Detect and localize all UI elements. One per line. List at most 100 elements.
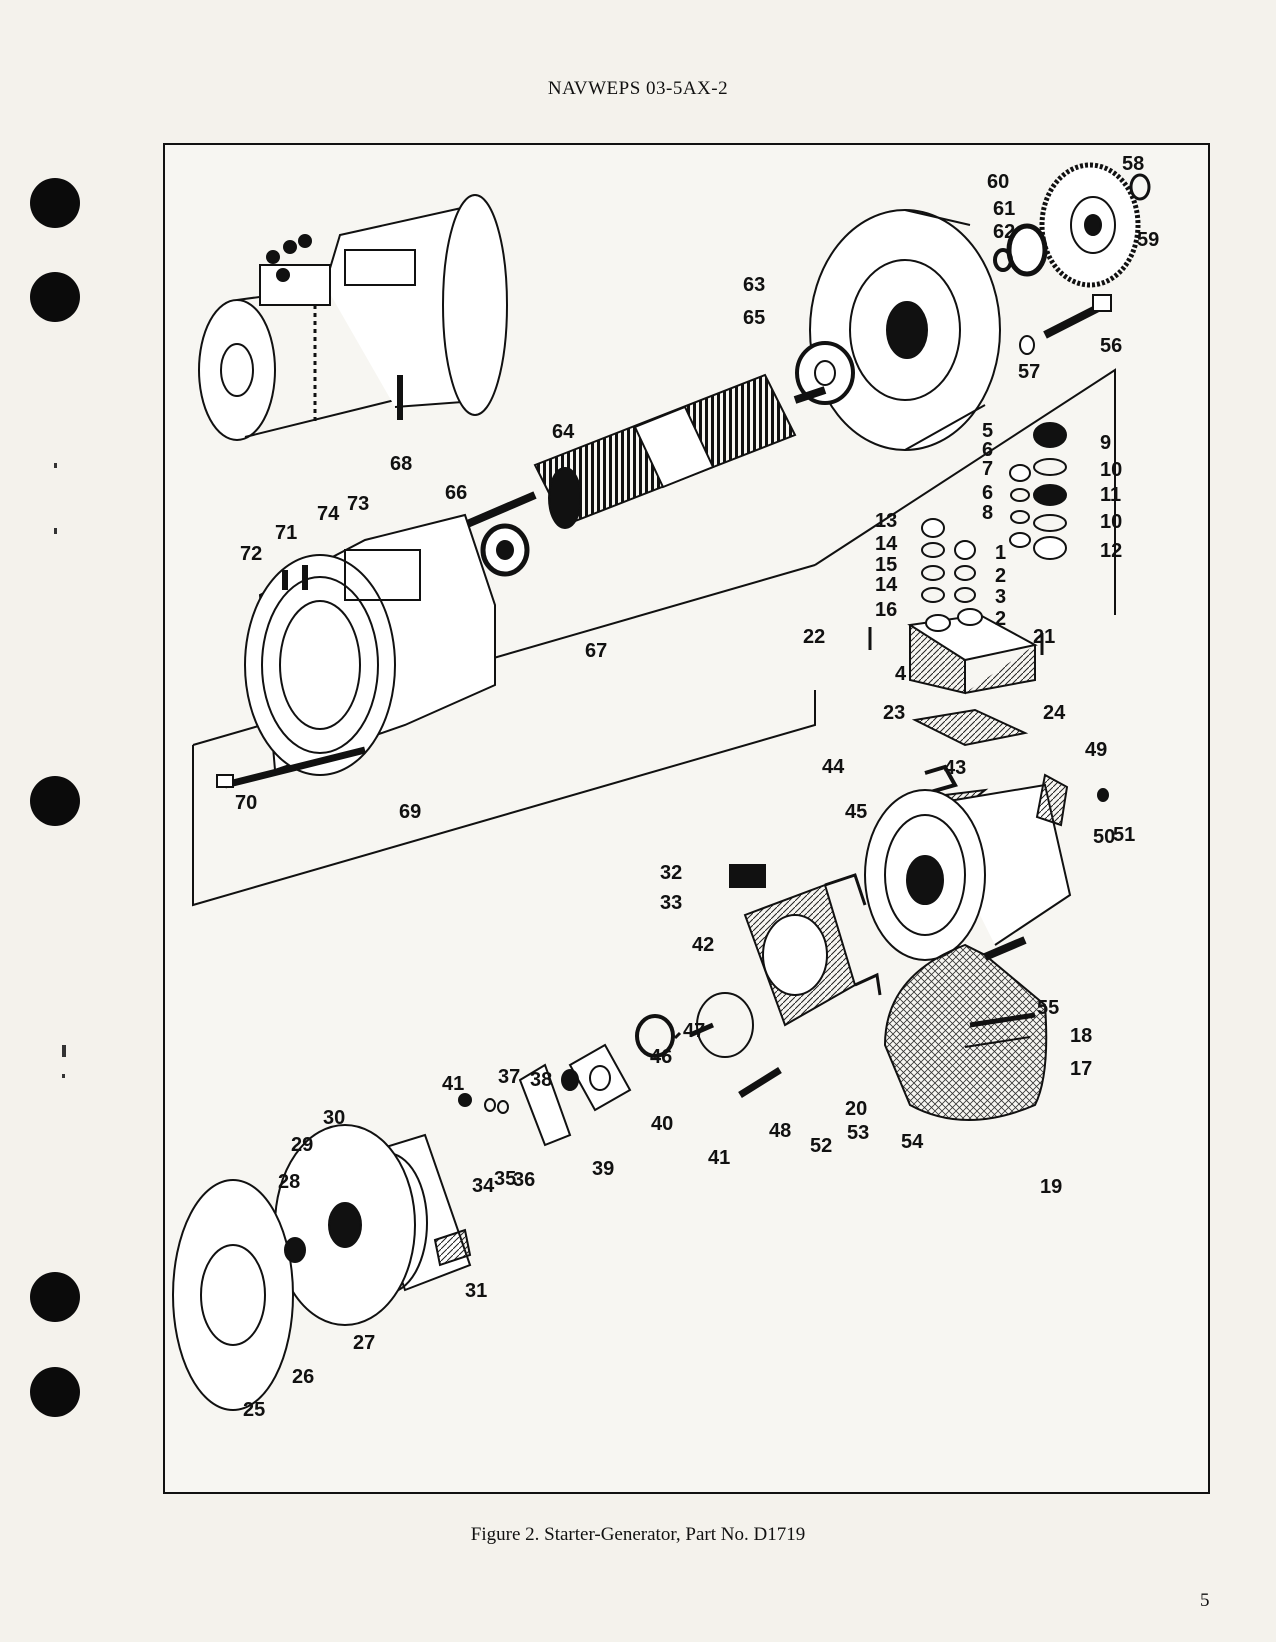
end-cover xyxy=(172,1124,472,1411)
binder-hole-3 xyxy=(30,776,80,826)
callout-label: 67 xyxy=(585,640,607,662)
callout-label: 69 xyxy=(399,801,421,823)
callout-label: 5 xyxy=(982,420,993,442)
callout-label: 19 xyxy=(1040,1176,1062,1198)
callout-label: 41 xyxy=(442,1073,464,1095)
brush-holder xyxy=(729,864,882,1027)
callout-label: 7 xyxy=(982,458,993,480)
callout-label: 35 xyxy=(494,1168,516,1190)
callout-label: 61 xyxy=(993,198,1015,220)
field-frame xyxy=(216,513,496,789)
callout-label: 9 xyxy=(1100,432,1111,454)
callout-label: 63 xyxy=(743,274,765,296)
figure-caption: Figure 2. Starter-Generator, Part No. D1… xyxy=(470,1524,806,1545)
callout-label: 49 xyxy=(1085,739,1107,761)
cover-band xyxy=(883,943,1048,1121)
document-number: NAVWEPS 03-5AX-2 xyxy=(547,78,729,99)
callout-label: 36 xyxy=(513,1169,535,1191)
callout-label: 26 xyxy=(292,1366,314,1388)
scan-speck xyxy=(54,528,57,534)
callout-label: 12 xyxy=(1100,540,1122,562)
callout-label: 10 xyxy=(1100,459,1122,481)
callout-label: 3 xyxy=(995,586,1006,608)
scan-speck xyxy=(62,1045,66,1057)
callout-label: 18 xyxy=(1070,1025,1092,1047)
callout-label: 73 xyxy=(347,493,369,515)
callout-label: 28 xyxy=(278,1171,300,1193)
callout-label: 2 xyxy=(995,565,1006,587)
callout-label: 6 xyxy=(982,482,993,504)
callout-label: 33 xyxy=(660,892,682,914)
callout-label: 17 xyxy=(1070,1058,1092,1080)
page-number: 5 xyxy=(1200,1590,1210,1611)
callout-label: 68 xyxy=(390,453,412,475)
callout-label: 21 xyxy=(1033,626,1055,648)
callout-label: 20 xyxy=(845,1098,867,1120)
binder-hole-2 xyxy=(30,272,80,322)
callout-label: 72 xyxy=(240,543,262,565)
callout-label: 23 xyxy=(883,702,905,724)
callout-label: 54 xyxy=(901,1131,924,1153)
callout-label: 8 xyxy=(982,502,993,524)
callout-label: 14 xyxy=(875,533,898,555)
callout-label: 29 xyxy=(291,1134,313,1156)
callout-label: 32 xyxy=(660,862,682,884)
callout-label: 60 xyxy=(987,171,1009,193)
callout-label: 39 xyxy=(592,1158,614,1180)
gear xyxy=(993,162,1151,288)
callout-label: 64 xyxy=(552,421,575,443)
callout-label: 15 xyxy=(875,554,897,576)
callout-labels: 1223456678910101112131414151617181920212… xyxy=(235,153,1159,1421)
callout-label: 47 xyxy=(683,1020,705,1042)
callout-label: 1 xyxy=(995,542,1006,564)
callout-label: 42 xyxy=(692,934,714,956)
callout-label: 52 xyxy=(810,1135,832,1157)
callout-label: 14 xyxy=(875,574,898,596)
commutator-end-housing xyxy=(864,773,1109,961)
callout-label: 27 xyxy=(353,1332,375,1354)
callout-label: 74 xyxy=(317,503,340,525)
callout-label: 11 xyxy=(1100,484,1121,506)
terminal-block xyxy=(868,422,1067,817)
callout-label: 30 xyxy=(323,1107,345,1129)
callout-label: 44 xyxy=(822,756,845,778)
callout-label: 25 xyxy=(243,1399,265,1421)
callout-label: 43 xyxy=(944,757,966,779)
callout-label: 55 xyxy=(1037,997,1059,1019)
callout-label: 45 xyxy=(845,801,867,823)
callout-label: 51 xyxy=(1113,824,1135,846)
callout-label: 48 xyxy=(769,1120,791,1142)
callout-label: 10 xyxy=(1100,511,1122,533)
callout-label: 50 xyxy=(1093,826,1115,848)
callout-label: 57 xyxy=(1018,361,1040,383)
callout-label: 31 xyxy=(465,1280,487,1302)
armature xyxy=(463,373,827,529)
exploded-view-illustration: 1223456678910101112131414151617181920212… xyxy=(172,153,1159,1421)
callout-label: 6 xyxy=(982,439,993,461)
callout-label: 24 xyxy=(1043,702,1066,724)
drive-end-housing xyxy=(809,209,1001,451)
callout-label: 56 xyxy=(1100,335,1122,357)
callout-label: 2 xyxy=(995,608,1006,630)
callout-label: 58 xyxy=(1122,153,1144,175)
callout-label: 38 xyxy=(530,1069,552,1091)
callout-label: 71 xyxy=(275,522,297,544)
callout-label: 59 xyxy=(1137,229,1159,251)
callout-label: 65 xyxy=(743,307,765,329)
callout-label: 66 xyxy=(445,482,467,504)
scan-speck xyxy=(54,463,57,468)
scan-speck xyxy=(62,1074,65,1078)
callout-label: 37 xyxy=(498,1066,520,1088)
callout-label: 62 xyxy=(993,221,1015,243)
callout-label: 16 xyxy=(875,599,897,621)
callout-label: 41 xyxy=(708,1147,730,1169)
callout-label: 13 xyxy=(875,510,897,532)
callout-label: 4 xyxy=(895,663,907,685)
callout-label: 53 xyxy=(847,1122,869,1144)
callout-label: 70 xyxy=(235,792,257,814)
assembled-starter-generator xyxy=(198,194,508,441)
binder-hole-5 xyxy=(30,1367,80,1417)
binder-hole-1 xyxy=(30,178,80,228)
callout-label: 46 xyxy=(650,1046,672,1068)
